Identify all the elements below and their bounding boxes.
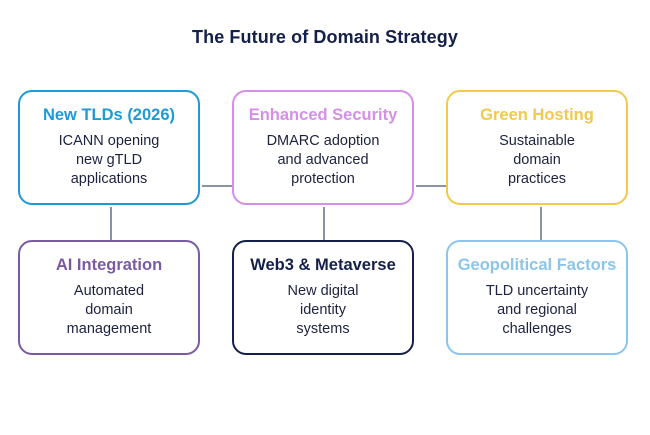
node-green-hosting: Green Hosting Sustainable domain practic… <box>446 90 628 205</box>
node-enhanced-security: Enhanced Security DMARC adoption and adv… <box>232 90 414 205</box>
desc-line: practices <box>507 171 567 187</box>
connector-security-to-web3 <box>323 207 325 241</box>
desc-line: DMARC adoption <box>266 133 380 149</box>
node-description: DMARC adoption and advanced protection <box>234 132 412 189</box>
node-heading: Web3 & Metaverse <box>250 256 396 274</box>
desc-line: TLD uncertainty <box>485 283 589 299</box>
node-geopolitical-factors: Geopolitical Factors TLD uncertainty and… <box>446 240 628 355</box>
desc-line: Sustainable <box>499 133 575 149</box>
node-description: TLD uncertainty and regional challenges <box>448 282 626 339</box>
node-new-tlds: New TLDs (2026) ICANN opening new gTLD a… <box>18 90 200 205</box>
desc-line: New digital <box>287 283 359 299</box>
desc-line: management <box>66 321 152 337</box>
node-heading: Enhanced Security <box>248 106 398 124</box>
node-description: Sustainable domain practices <box>448 132 626 189</box>
desc-line: and advanced <box>277 152 369 168</box>
node-web3-metaverse: Web3 & Metaverse New digital identity sy… <box>232 240 414 355</box>
desc-line: domain <box>513 152 561 168</box>
desc-line: new gTLD <box>75 152 143 168</box>
node-ai-integration: AI Integration Automated domain manageme… <box>18 240 200 355</box>
desc-line: applications <box>70 171 148 187</box>
desc-line: ICANN opening <box>58 133 160 149</box>
node-description: ICANN opening new gTLD applications <box>20 132 198 189</box>
node-heading: AI Integration <box>55 256 163 274</box>
node-description: New digital identity systems <box>234 282 412 339</box>
desc-line: and regional <box>497 302 577 318</box>
desc-line: identity <box>300 302 346 318</box>
node-heading: Green Hosting <box>480 106 594 124</box>
node-heading: Geopolitical Factors <box>457 256 617 274</box>
connector-new-tlds-to-security <box>202 185 234 187</box>
desc-line: challenges <box>502 321 572 337</box>
diagram-title: The Future of Domain Strategy <box>192 27 458 47</box>
desc-line: Automated <box>73 283 145 299</box>
connector-new-tlds-to-ai <box>110 207 112 241</box>
connector-security-to-green <box>416 185 448 187</box>
node-description: Automated domain management <box>20 282 198 339</box>
desc-line: systems <box>296 321 350 337</box>
connector-green-to-geopolitical <box>540 207 542 241</box>
desc-line: domain <box>85 302 133 318</box>
node-heading: New TLDs (2026) <box>42 106 176 124</box>
desc-line: protection <box>291 171 355 187</box>
